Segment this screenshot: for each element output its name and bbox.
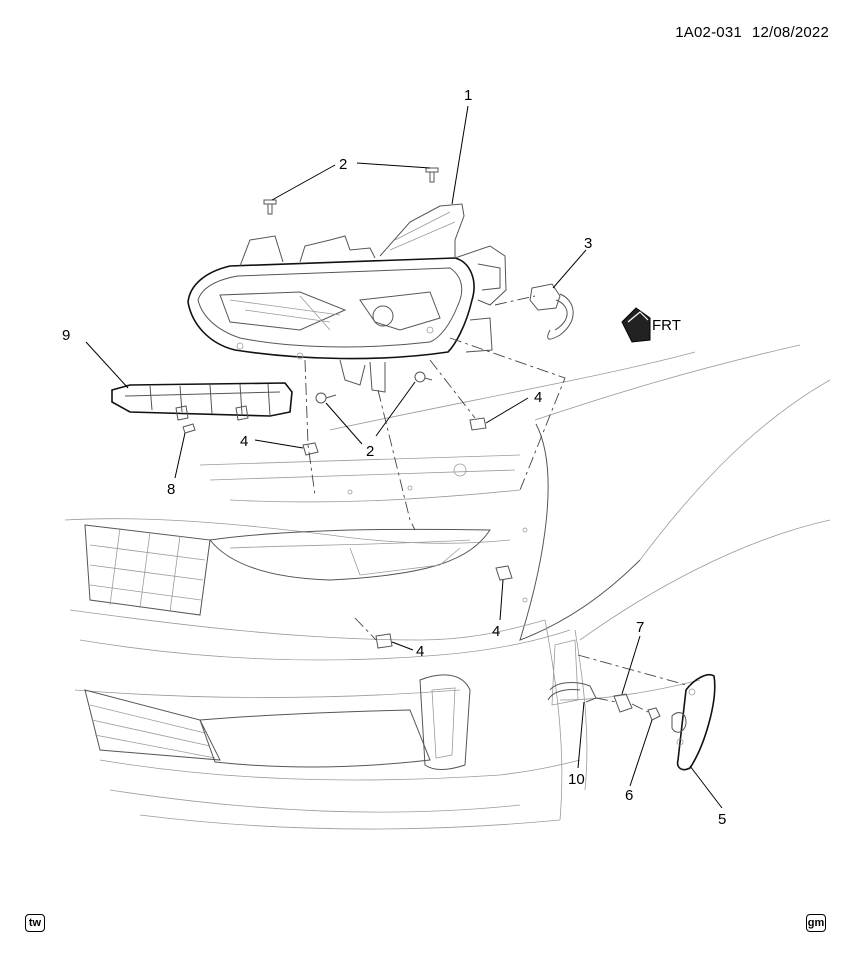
bolt-lower-left bbox=[315, 392, 337, 404]
callout-4-bumper: 4 bbox=[416, 643, 424, 660]
front-direction-indicator: FRT bbox=[621, 307, 681, 343]
callout-7: 7 bbox=[636, 619, 644, 636]
headlamp-assembly bbox=[187, 203, 507, 393]
headlamp-bracket bbox=[111, 382, 293, 421]
wiring-connector bbox=[529, 283, 574, 340]
callout-8: 8 bbox=[167, 481, 175, 498]
tw-badge-icon: tw bbox=[25, 914, 45, 932]
callout-10: 10 bbox=[568, 771, 585, 788]
bolt-lower-right bbox=[414, 371, 433, 383]
bolt-upper-right bbox=[425, 167, 439, 183]
diagram-code: 1A02-031 bbox=[675, 24, 742, 41]
bolt-upper-left bbox=[263, 199, 277, 215]
gm-logo-icon: gm bbox=[806, 914, 826, 932]
clip-b bbox=[469, 417, 487, 431]
bracket-screw bbox=[182, 423, 196, 434]
callout-4-left: 4 bbox=[240, 433, 248, 450]
vehicle-front-outline bbox=[64, 344, 831, 830]
callout-4-fender: 4 bbox=[492, 623, 500, 640]
marker-socket bbox=[613, 693, 633, 713]
callout-leaders bbox=[85, 105, 723, 809]
callout-1: 1 bbox=[464, 87, 472, 104]
front-arrow-label: FRT bbox=[652, 317, 681, 334]
callout-2-top: 2 bbox=[339, 156, 347, 173]
clip-a bbox=[302, 442, 319, 456]
callout-6: 6 bbox=[625, 787, 633, 804]
front-arrow-icon bbox=[621, 307, 651, 343]
callout-5: 5 bbox=[718, 811, 726, 828]
callout-4-right: 4 bbox=[534, 389, 542, 406]
marker-bulb bbox=[647, 707, 661, 721]
clip-c bbox=[495, 565, 513, 581]
callout-9: 9 bbox=[62, 327, 70, 344]
side-marker-lamp bbox=[671, 674, 716, 771]
callout-numbers: 1 2 2 3 4 4 4 4 5 6 7 8 9 10 bbox=[62, 87, 726, 828]
retainer-clips bbox=[302, 417, 513, 649]
marker-wiring-harness bbox=[547, 682, 597, 703]
callout-3: 3 bbox=[584, 235, 592, 252]
diagram-date: 12/08/2022 bbox=[751, 24, 829, 41]
alignment-lines bbox=[304, 295, 691, 713]
bolt-fasteners bbox=[263, 167, 439, 404]
clip-d bbox=[375, 633, 393, 649]
diagram-header: 1A02-031 12/08/2022 bbox=[675, 24, 829, 41]
callout-2-bottom: 2 bbox=[366, 443, 374, 460]
